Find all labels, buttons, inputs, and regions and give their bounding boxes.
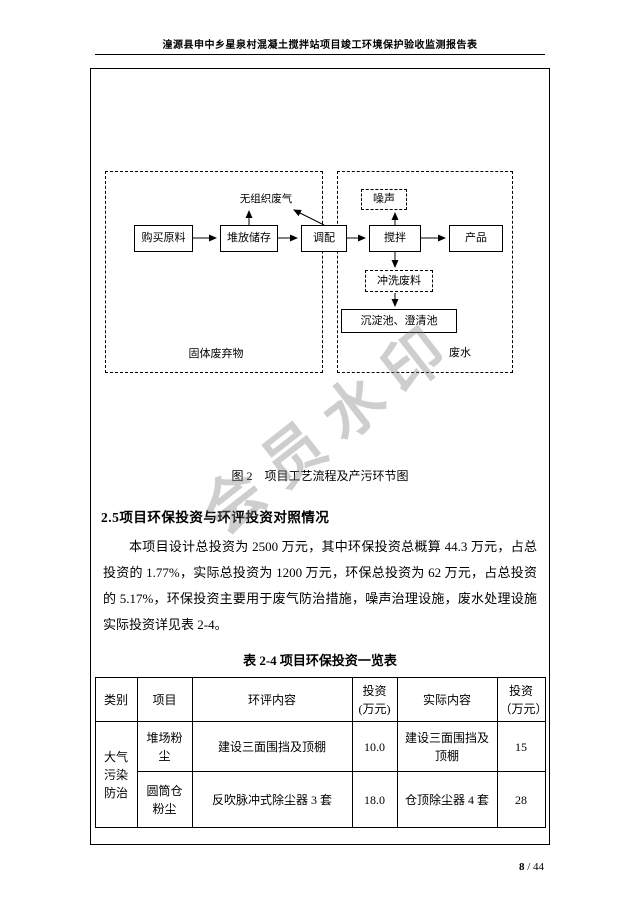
flow-arrows bbox=[193, 209, 446, 307]
product-node: 产品 bbox=[449, 225, 503, 252]
solid-waste-region-outline bbox=[105, 171, 323, 373]
fugitive-gas-label: 无组织废气 bbox=[239, 194, 293, 205]
wastewater-region-outline bbox=[337, 171, 513, 373]
cell-eia-investment: 18.0 bbox=[351, 771, 398, 828]
page-number: 8 / 44 bbox=[519, 861, 544, 873]
table-header-row: 类别 项目 环评内容 投资 (万元) 实际内容 投资 （万元） bbox=[94, 677, 548, 722]
col-header-eia-content: 环评内容 bbox=[191, 677, 353, 722]
cell-actual-content: 建设三面围挡及 顶棚 bbox=[396, 721, 498, 772]
wastewater-label: 废水 bbox=[449, 347, 471, 359]
table-row: 大气 污染 防治 堆场粉 尘 建设三面围挡及顶棚 10.0 建设三面围挡及 顶棚… bbox=[94, 721, 546, 828]
cell-item: 堆场粉 尘 bbox=[136, 721, 193, 772]
table-row: 圆筒仓 粉尘 反吹脉冲式除尘器 3 套 18.0 仓顶除尘器 4 套 28 bbox=[95, 771, 546, 828]
section-heading: 2.5项目环保投资与环评投资对照情况 bbox=[101, 510, 330, 525]
col-header-category: 类别 bbox=[94, 677, 138, 722]
content-border-box: 无组织废气 噪声 购买原料 堆放储存 调配 搅拌 产品 冲洗废料 沉淀池、澄清池… bbox=[90, 68, 550, 845]
col-header-actual-content: 实际内容 bbox=[396, 677, 498, 722]
page-number-current: 8 bbox=[518, 861, 525, 873]
document-header-title: 湟源县申中乡星泉村混凝土搅拌站项目竣工环境保护验收监测报告表 bbox=[162, 40, 478, 51]
stack-storage-node: 堆放储存 bbox=[220, 225, 278, 252]
cell-eia-content: 反吹脉冲式除尘器 3 套 bbox=[191, 771, 353, 828]
cell-actual-investment: 28 bbox=[496, 771, 546, 828]
sedimentation-tank-node: 沉淀池、澄清池 bbox=[341, 309, 457, 333]
table-title: 表 2-4 项目环保投资一览表 bbox=[243, 653, 397, 668]
col-header-actual-investment: 投资 （万元） bbox=[496, 677, 548, 722]
body-paragraph: 本项目设计总投资为 2500 万元，其中环保投资总概算 44.3 万元，占总投资… bbox=[103, 539, 537, 632]
cell-eia-investment: 10.0 bbox=[351, 721, 398, 772]
page-number-total: / 44 bbox=[524, 861, 544, 873]
cell-category: 大气 污染 防治 bbox=[94, 721, 138, 828]
figure-caption: 图 2 项目工艺流程及产污环节图 bbox=[231, 469, 409, 483]
cell-actual-content: 仓顶除尘器 4 套 bbox=[396, 771, 498, 828]
cell-item: 圆筒仓 粉尘 bbox=[136, 771, 193, 828]
buy-raw-material-node: 购买原料 bbox=[134, 225, 193, 252]
col-header-item: 项目 bbox=[136, 677, 193, 722]
investment-table: 类别 项目 环评内容 投资 (万元) 实际内容 投资 （万元） 大气 污染 防治… bbox=[94, 677, 548, 828]
mix-node: 搅拌 bbox=[369, 225, 421, 252]
process-flowchart: 无组织废气 噪声 购买原料 堆放储存 调配 搅拌 产品 冲洗废料 沉淀池、澄清池… bbox=[91, 69, 551, 399]
solid-waste-label: 固体废弃物 bbox=[188, 348, 244, 360]
washing-waste-node: 冲洗废料 bbox=[365, 270, 433, 292]
col-header-eia-investment: 投资 (万元) bbox=[351, 677, 398, 722]
noise-node: 噪声 bbox=[361, 189, 407, 210]
cell-actual-investment: 15 bbox=[496, 721, 546, 772]
cell-eia-content: 建设三面围挡及顶棚 bbox=[191, 721, 353, 772]
header-divider bbox=[95, 54, 545, 55]
blend-node: 调配 bbox=[301, 225, 347, 252]
